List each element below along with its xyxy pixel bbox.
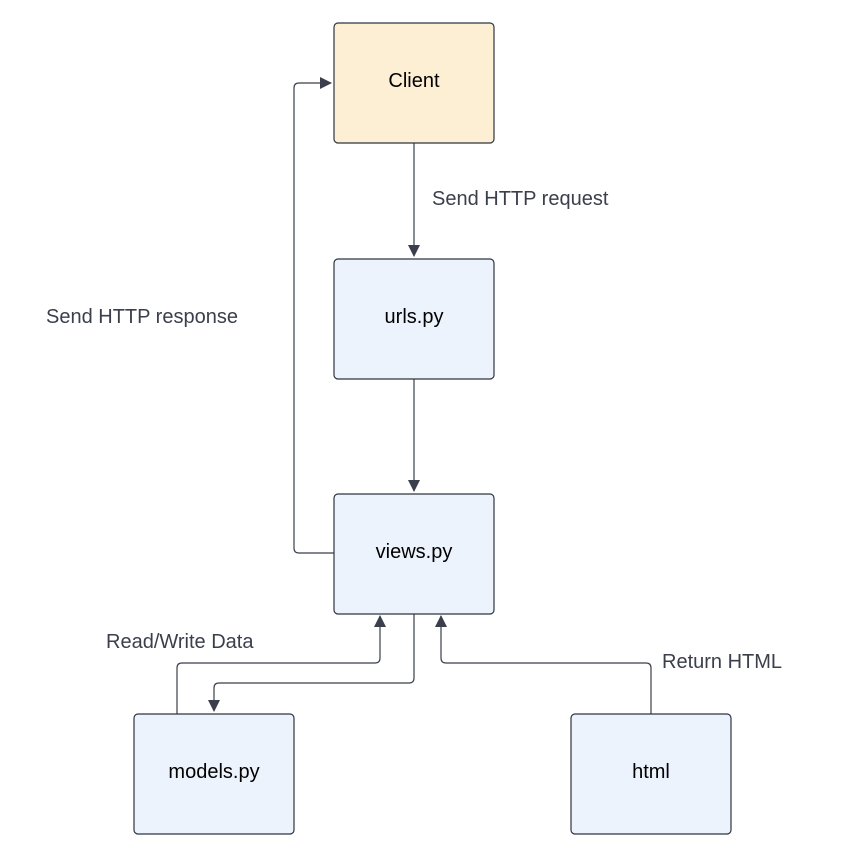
edge-views-to-models	[208, 614, 415, 712]
node-views-box	[333, 493, 495, 615]
node-client-box	[333, 22, 495, 144]
node-html-label: html	[632, 761, 670, 783]
node-urls-label: urls.py	[385, 306, 444, 328]
node-models-box	[133, 713, 295, 835]
node-views: views.py	[333, 493, 495, 615]
node-client: Client	[333, 22, 495, 144]
edge-label-return-html: Return HTML	[662, 651, 782, 673]
node-urls-box	[333, 258, 495, 380]
node-html: html	[570, 713, 732, 835]
edge-html-to-views	[435, 615, 652, 714]
edge-models-to-views	[176, 615, 386, 714]
node-views-label: views.py	[376, 541, 453, 563]
edge-label-read-write: Read/Write Data	[106, 631, 254, 653]
node-models: models.py	[133, 713, 295, 835]
node-client-label: Client	[388, 70, 440, 92]
node-html-box	[570, 713, 732, 835]
edge-label-send-response: Send HTTP response	[46, 306, 238, 328]
edge-views-to-client	[293, 77, 334, 554]
edge-label-send-request: Send HTTP request	[432, 188, 609, 210]
node-models-label: models.py	[168, 761, 259, 783]
node-urls: urls.py	[333, 258, 495, 380]
